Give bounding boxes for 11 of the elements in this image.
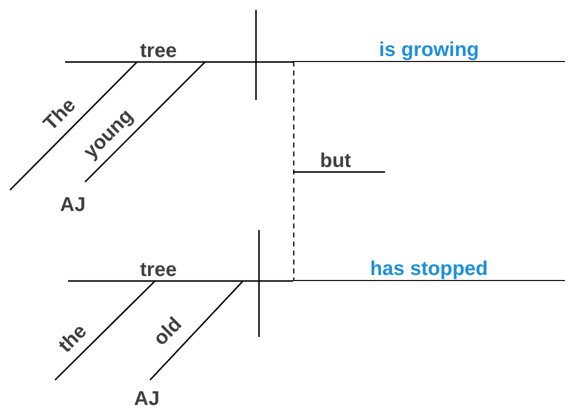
word: tree (140, 40, 177, 62)
modifier-word: The (39, 94, 80, 135)
part-of-speech-label: AJ (60, 194, 86, 216)
word: tree (140, 259, 177, 281)
dashed-connector (293, 62, 294, 280)
modifier-word: old (149, 313, 186, 350)
verb-word: has stopped (293, 258, 565, 282)
verb-word: is growing (293, 39, 565, 62)
part-of-speech-label: AJ (134, 388, 160, 409)
modifier-word: the (54, 320, 92, 357)
word: but (320, 150, 352, 172)
